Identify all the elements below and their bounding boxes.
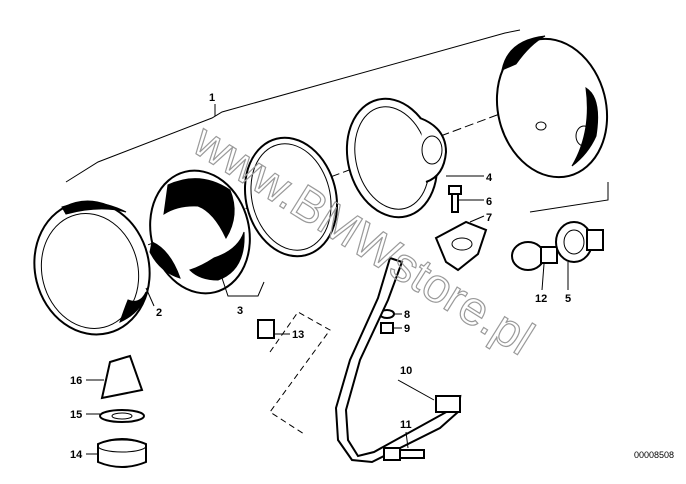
callout-labels: 1 2 3 4 5 6 7 8 9 10 11 12 13 14 15 16 xyxy=(70,92,571,461)
callout-13: 13 xyxy=(292,329,304,341)
callout-2: 2 xyxy=(156,307,162,319)
drawing-code: 00008508 xyxy=(634,450,674,460)
callout-1: 1 xyxy=(209,92,215,104)
callout-5: 5 xyxy=(565,293,571,305)
callout-4: 4 xyxy=(486,172,493,184)
callout-14: 14 xyxy=(70,449,83,461)
callout-16: 16 xyxy=(70,375,82,387)
sleeve-14 xyxy=(97,438,147,468)
bulb-socket xyxy=(555,221,604,263)
nut-9 xyxy=(380,322,394,334)
leader-lines xyxy=(86,175,569,455)
trim-ring xyxy=(33,200,151,336)
mounting-clamp xyxy=(434,220,488,272)
callout-8: 8 xyxy=(404,309,410,321)
bulb xyxy=(511,241,558,271)
callout-10: 10 xyxy=(400,365,412,377)
headlight-housing xyxy=(495,35,609,179)
reflector xyxy=(345,97,448,219)
dashed-guide-13 xyxy=(269,311,331,435)
washer-15 xyxy=(99,409,145,423)
cone-cover-16 xyxy=(100,354,144,400)
support-bracket xyxy=(334,256,462,464)
screw-4 xyxy=(448,185,462,213)
bracket-3 xyxy=(221,277,265,297)
grommet-13 xyxy=(257,319,275,339)
callout-6: 6 xyxy=(486,196,492,208)
callout-9: 9 xyxy=(404,323,410,335)
callout-3: 3 xyxy=(237,305,243,317)
callout-7: 7 xyxy=(486,212,492,224)
lens-gasket xyxy=(243,136,339,258)
callout-11: 11 xyxy=(400,419,412,431)
headlight-lens xyxy=(149,169,251,295)
callout-15: 15 xyxy=(70,409,82,421)
callout-12: 12 xyxy=(535,293,547,305)
bolt-11 xyxy=(383,447,425,461)
assembly-bracket-1 xyxy=(65,29,521,183)
bracket-5-12 xyxy=(529,182,609,213)
